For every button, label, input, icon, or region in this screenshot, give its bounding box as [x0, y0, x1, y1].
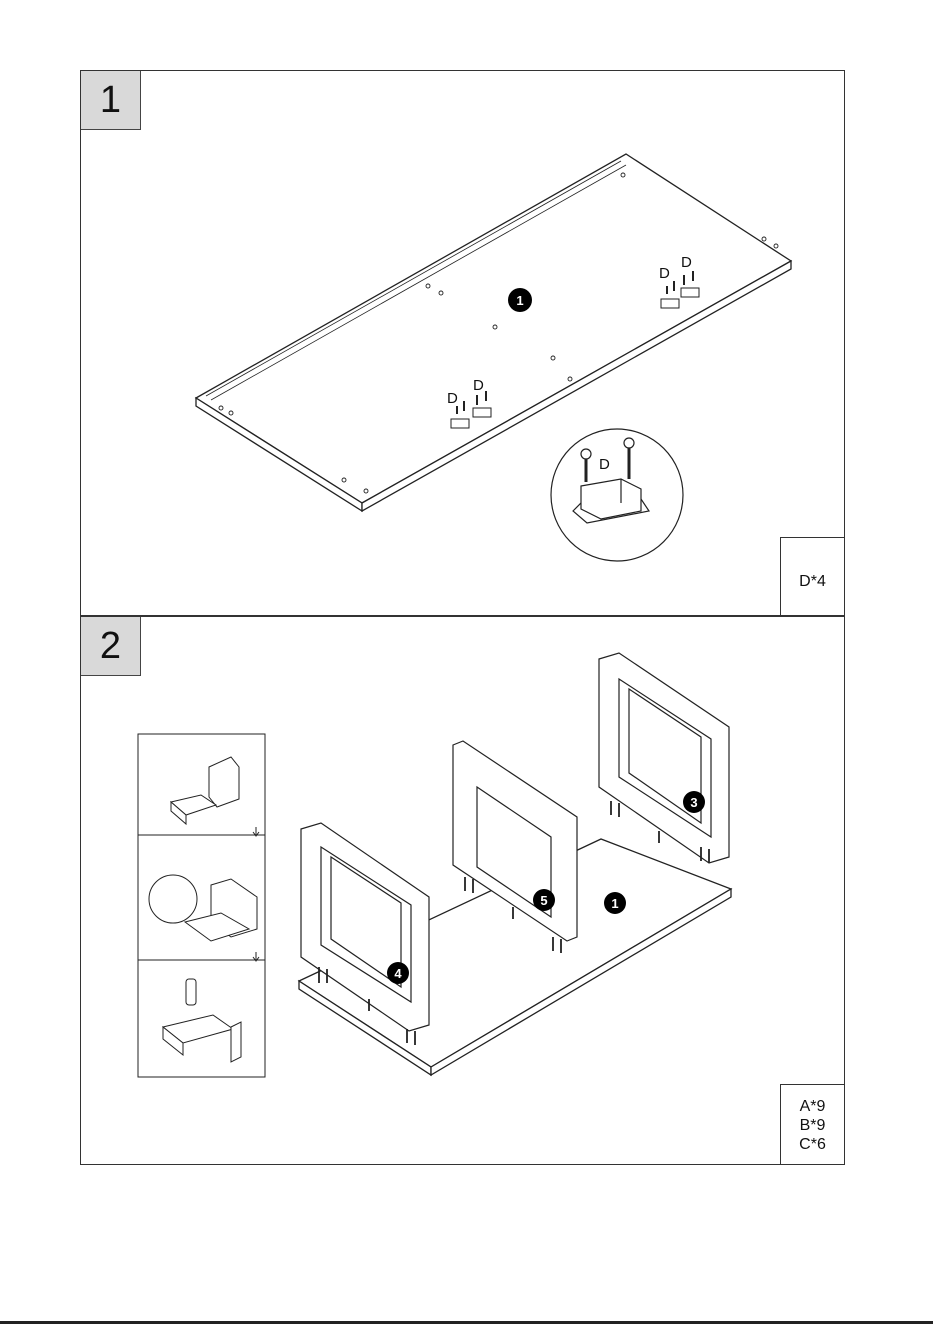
parts-list-item: B*9	[781, 1116, 844, 1135]
step-1-panel: 1 D D D D	[80, 70, 845, 616]
step-2-drawing: 1 3 4 5	[81, 617, 846, 1166]
panel-number: 1	[611, 896, 618, 911]
detail-zoom-circle	[551, 429, 683, 561]
top-board	[196, 154, 791, 511]
parts-list-item: C*6	[781, 1135, 844, 1154]
parts-list: D*4	[780, 537, 844, 615]
step-1-drawing: D D D D 1 D	[81, 71, 846, 617]
panel-number: 4	[394, 966, 402, 981]
d-label: D	[681, 254, 692, 271]
step-2-panel: 2	[80, 616, 845, 1165]
side-panel-right	[599, 653, 729, 863]
panel-number: 1	[516, 293, 523, 308]
d-label: D	[659, 265, 670, 282]
panel-number-callout: 1	[508, 288, 532, 312]
parts-list: A*9 B*9 C*6	[780, 1084, 844, 1164]
d-label: D	[473, 377, 484, 394]
panel-number: 3	[690, 795, 697, 810]
cam-lock-instructions	[138, 734, 265, 1077]
d-label: D	[599, 456, 610, 473]
panel-number: 5	[540, 893, 547, 908]
d-label: D	[447, 390, 458, 407]
parts-list-item: A*9	[781, 1097, 844, 1116]
